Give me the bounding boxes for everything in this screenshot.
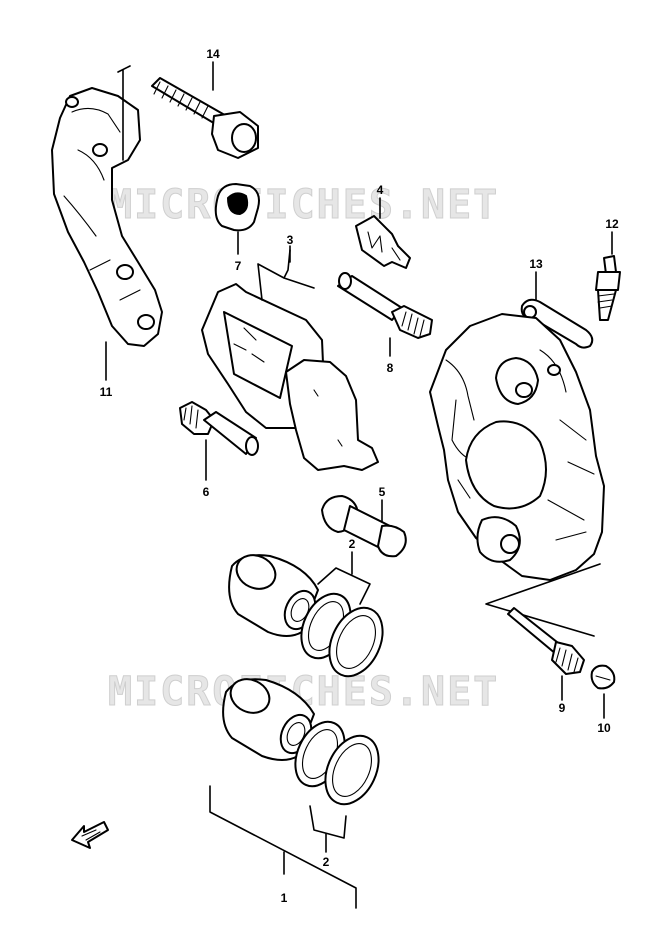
callout-12: 12 xyxy=(605,217,619,231)
callout-8: 8 xyxy=(387,361,394,375)
callout-4: 4 xyxy=(377,183,384,197)
callout-9: 9 xyxy=(559,701,566,715)
callout-13: 13 xyxy=(529,257,543,271)
callout-3: 3 xyxy=(287,233,294,247)
callout-1: 1 xyxy=(281,891,288,905)
leader-9-bracket xyxy=(485,563,601,637)
part-7-boot xyxy=(214,183,260,255)
callout-14: 14 xyxy=(206,47,220,61)
seals-upper xyxy=(300,551,384,678)
piston-lower xyxy=(222,678,315,761)
callout-2-lower: 2 xyxy=(323,855,330,869)
callout-6: 6 xyxy=(203,485,210,499)
part-4-pad-spring xyxy=(355,197,411,269)
part-14-bolt xyxy=(151,77,259,159)
watermark-top: MICROFICHES.NET xyxy=(108,182,499,228)
part-6-pin xyxy=(179,401,259,481)
leader-1-bracket xyxy=(209,785,357,909)
part-9-slide-pin xyxy=(507,607,585,701)
leader-14 xyxy=(117,61,214,161)
callout-11: 11 xyxy=(100,385,113,399)
part-10-cap xyxy=(590,664,616,719)
callout-7: 7 xyxy=(235,259,242,273)
seals-lower xyxy=(294,720,380,853)
caliper-body xyxy=(429,313,605,581)
callout-10: 10 xyxy=(597,721,611,735)
part-8-slide-pin xyxy=(337,272,433,357)
part-3-brake-pads xyxy=(201,245,379,471)
part-12-bleeder-valve xyxy=(595,231,621,321)
part-5-pin-bolt xyxy=(321,495,407,558)
callout-2-upper: 2 xyxy=(349,537,356,551)
part-11-bracket xyxy=(51,87,163,381)
front-direction-arrow-icon xyxy=(71,821,109,849)
watermark-bottom: MICROFICHES.NET xyxy=(108,669,499,715)
callout-5: 5 xyxy=(379,485,386,499)
